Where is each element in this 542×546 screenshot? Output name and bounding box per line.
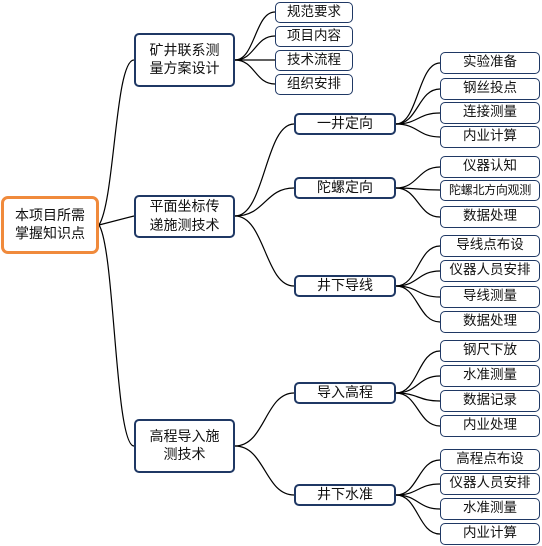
leaf-wire-plumbing: 钢丝投点 [440,78,540,100]
leaf-project-content: 项目内容 [275,26,353,47]
leaf-organization: 组织安排 [275,74,353,95]
group-single-shaft-orientation: 一井定向 [294,113,396,135]
leaf-data-processing: 数据处理 [440,206,540,228]
group-elevation-import: 导入高程 [294,382,396,404]
branch-mine-survey-design: 矿井联系测 量方案设计 [134,33,235,87]
group-underground-traverse: 井下导线 [294,275,396,297]
leaf-data-processing-2: 数据处理 [440,311,540,333]
leaf-instrument-staff-arrangement-2: 仪器人员安排 [440,473,540,495]
leaf-leveling-survey: 水准测量 [440,365,540,387]
leaf-office-calc: 内业计算 [440,126,540,148]
leaf-gyro-north-observation: 陀螺北方向观测 [440,180,540,201]
leaf-office-calc-2: 内业计算 [440,523,540,545]
leaf-spec-requirements: 规范要求 [275,2,353,23]
leaf-benchmark-layout: 高程点布设 [440,449,540,471]
leaf-office-processing: 内业处理 [440,415,540,437]
root-node: 本项目所需 掌握知识点 [1,196,99,254]
branch-elevation-transfer: 高程导入施 测技术 [134,419,235,473]
leaf-leveling-survey-2: 水准测量 [440,498,540,520]
leaf-tech-process: 技术流程 [275,50,353,71]
branch-plane-coordinate: 平面坐标传 递施测技术 [134,195,235,238]
leaf-traverse-point-layout: 导线点布设 [440,235,540,257]
leaf-data-record: 数据记录 [440,390,540,412]
group-underground-leveling: 井下水准 [294,484,396,506]
leaf-traverse-survey: 导线测量 [440,286,540,308]
leaf-instrument-staff-arrangement: 仪器人员安排 [440,260,540,282]
leaf-connection-survey: 连接测量 [440,102,540,124]
leaf-experiment-prep: 实验准备 [440,52,540,74]
group-gyro-orientation: 陀螺定向 [294,177,396,199]
leaf-instrument-knowledge: 仪器认知 [440,156,540,178]
leaf-steel-tape-lowering: 钢尺下放 [440,340,540,362]
